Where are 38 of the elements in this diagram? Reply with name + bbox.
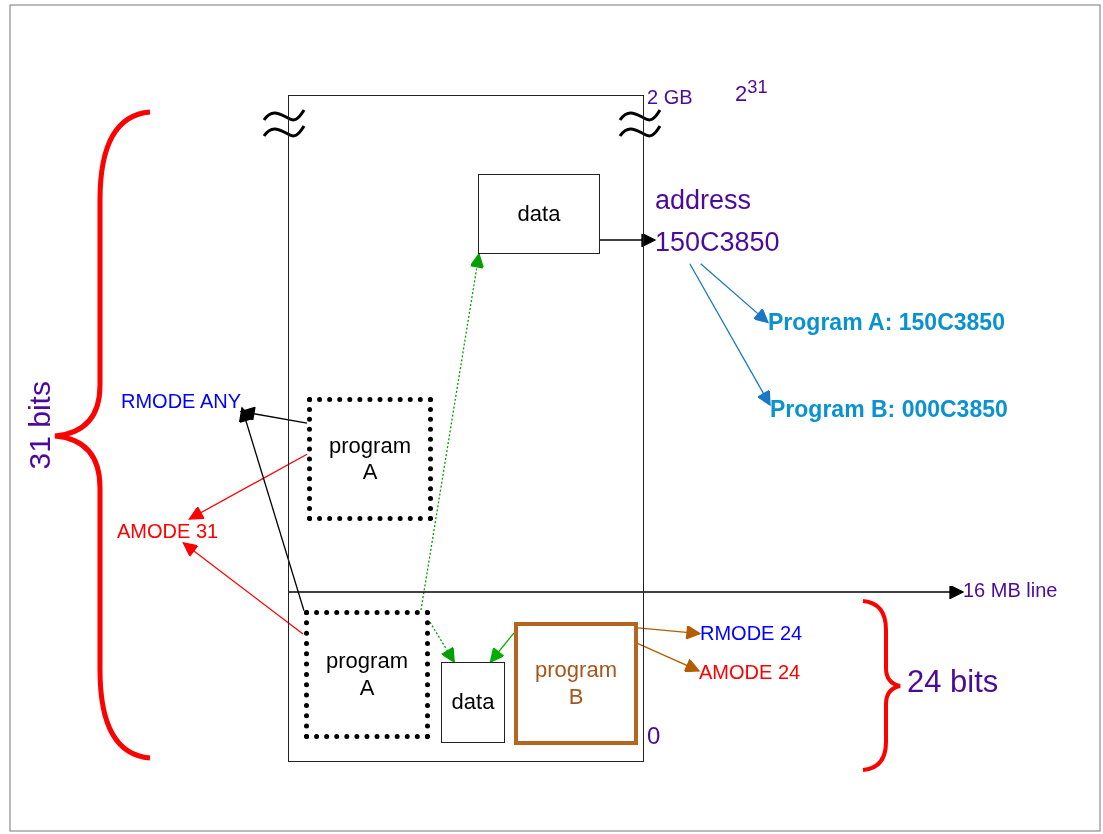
arrow [287,584,964,600]
address-value: 150C3850 [655,225,780,259]
arrow [689,263,771,406]
program-box [514,622,638,745]
mode-label: RMODE ANY [121,389,242,413]
mode-label: AMODE 24 [699,660,801,684]
arrow [599,232,656,248]
arrow [238,407,305,612]
address-result: Program B: 000C3850 [770,396,1008,424]
box-label: data [451,689,495,716]
dotted-arrow [420,253,484,611]
arrow [182,542,304,635]
data-box [478,174,600,254]
box-label: program A [328,432,412,486]
arrow [489,632,515,663]
bits-label: 31 bits [22,380,57,472]
line-label: 16 MB line [963,578,1058,602]
arrow [188,453,308,520]
bits-label: 24 bits [907,664,999,700]
dotted-arrow [429,621,455,663]
mode-label: AMODE 31 [117,519,219,543]
arrow [700,263,769,324]
address-heading: address [655,184,753,217]
program-box [304,610,430,739]
memory-box [288,95,644,762]
size-label: 2 GB [647,86,693,109]
address-label: 0 [647,722,661,750]
address-result: Program A: 150C3850 [768,309,1005,337]
program-box [307,397,433,521]
mode-label: RMODE 24 [700,621,803,645]
arrow [637,642,700,673]
box-label: program B [534,657,618,710]
data-box [441,662,505,743]
box-label: program A [325,648,409,701]
box-label: data [517,200,561,228]
arrow [240,406,308,424]
size-label: 2$^{31}$ [735,76,768,107]
arrow [637,625,701,640]
